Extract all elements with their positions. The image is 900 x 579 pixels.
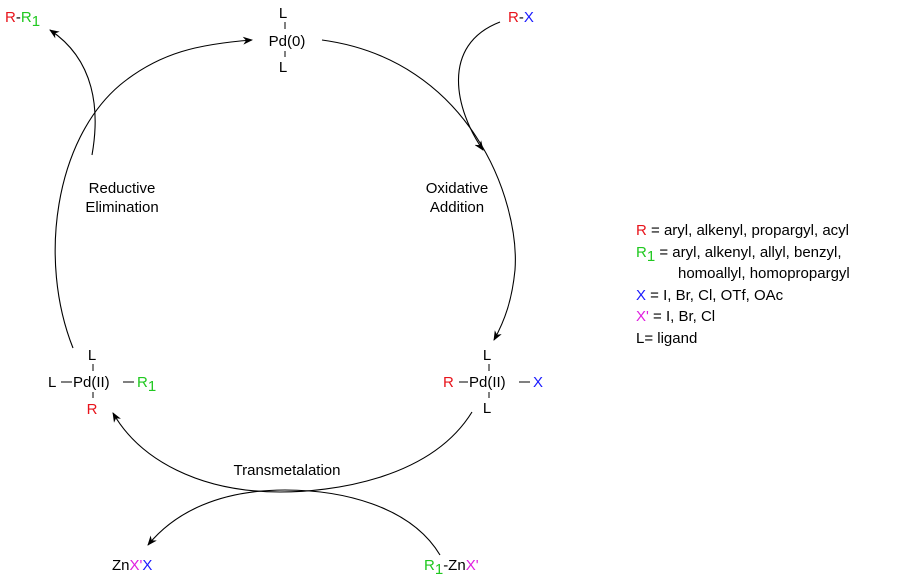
reductive-label-line1: Reductive [89,180,156,197]
cycle-arc-top-right [321,39,516,341]
legend-r1: R1 = aryl, alkenyl, allyl, benzyl, [636,244,842,265]
pd0-ligand-top: L [279,5,287,22]
pd0-complex: L Pd(0) L [269,5,306,76]
zinc-reagent-curve [284,489,441,556]
pdox-x: X [533,374,543,391]
legend-r: R = aryl, alkenyl, propargyl, acyl [636,222,849,239]
legend-xprime: X' = I, Br, Cl [636,308,715,325]
pdox-r: R [443,374,454,391]
cycle-arc-left [54,36,253,349]
pdtm-ligand-left: L [48,374,56,391]
legend: R = aryl, alkenyl, propargyl, acyl R1 = … [636,222,850,347]
zinc-byproduct-arrow [147,489,286,546]
zinc-reagent: R1-ZnX' [424,557,479,578]
pdtm-metal: Pd(II) [73,374,110,391]
pdtm-r-bottom: R [87,401,98,418]
zinc-byproduct: ZnX'X [112,557,152,574]
reagent-rx: R-X [508,9,534,26]
pdtm-ligand-top: L [88,347,96,364]
pd0-metal: Pd(0) [269,33,306,50]
pd-oxidative-complex: L R Pd(II) X L [443,347,543,417]
reagent-rx-arrow [457,21,501,151]
pdox-metal: Pd(II) [469,374,506,391]
reductive-label-line2: Elimination [85,199,158,216]
transmetalation-label: Transmetalation [234,462,341,479]
oxidative-label-line1: Oxidative [426,180,489,197]
legend-l: L= ligand [636,330,697,347]
oxidative-label-line2: Addition [430,199,484,216]
cycle-arc-bottom [112,411,473,493]
legend-x: X = I, Br, Cl, OTf, OAc [636,287,784,304]
legend-r1-cont: homoallyl, homopropargyl [678,265,850,282]
pd-transmetalated-complex: L L Pd(II) R1 R [48,347,156,418]
product-r-r1: R-R1 [5,9,40,30]
pdtm-r1: R1 [137,374,156,395]
pd0-ligand-bottom: L [279,59,287,76]
pdox-ligand-bottom: L [483,400,491,417]
product-arrow [49,29,96,156]
pdox-ligand-top: L [483,347,491,364]
